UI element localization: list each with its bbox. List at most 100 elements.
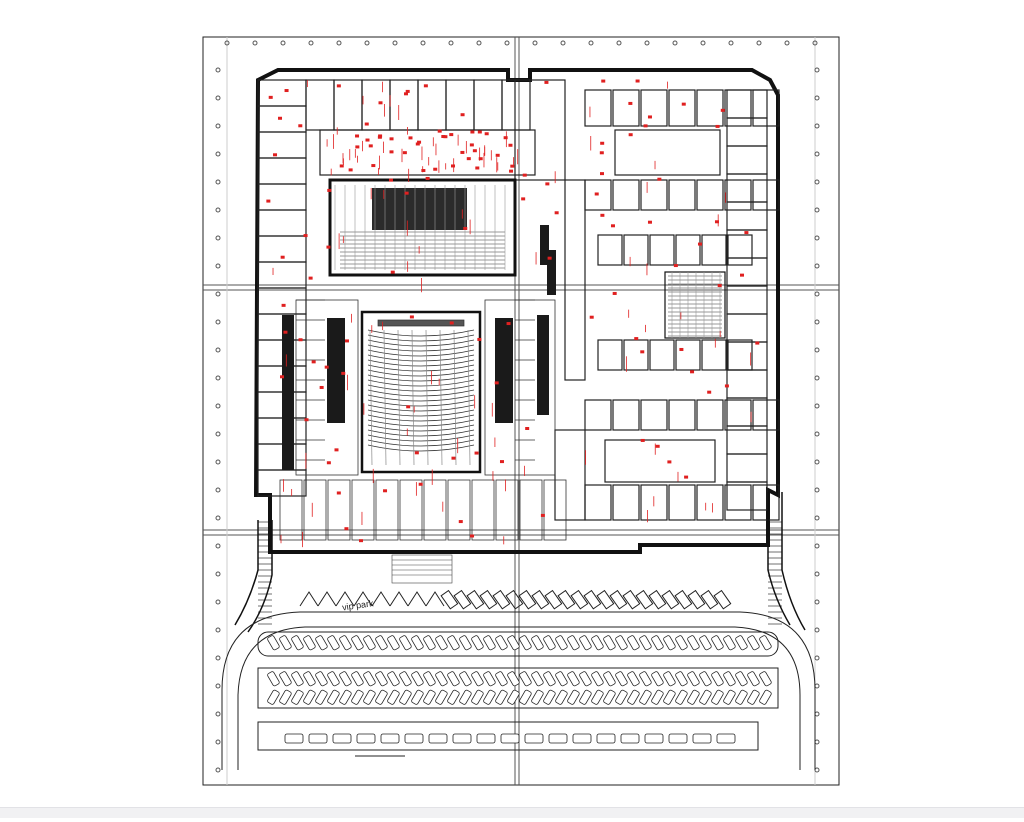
seat-row (367, 444, 475, 452)
parking-bay (479, 589, 498, 610)
car (711, 689, 724, 705)
grid-bubble (224, 40, 230, 46)
room (724, 89, 752, 127)
room (726, 481, 768, 511)
car (279, 689, 292, 705)
seat-row (367, 409, 475, 417)
parking-bay (609, 589, 628, 610)
grid-bubble (616, 40, 622, 46)
car (663, 671, 676, 687)
grid-bubble (812, 40, 818, 46)
drive-lane (221, 611, 816, 770)
red-annotations (266, 79, 760, 548)
seat-row (367, 424, 475, 432)
seat-row (367, 339, 475, 347)
booth (543, 479, 567, 541)
core (514, 79, 566, 181)
car (291, 635, 304, 651)
entrance-plaza (391, 554, 453, 584)
annotation-mark (414, 451, 419, 455)
vip-park-label: vip park (341, 598, 374, 612)
car (747, 635, 760, 651)
annotation-mark (355, 134, 360, 138)
parking-bay (557, 589, 576, 610)
annotation-mark (303, 234, 308, 238)
car (699, 689, 712, 705)
seat-row (367, 419, 475, 427)
parking-island (257, 721, 759, 751)
annotation-mark (655, 444, 660, 448)
car (603, 635, 616, 651)
car (291, 671, 304, 687)
annotation-mark (355, 145, 360, 149)
grid-bubble (814, 599, 820, 605)
car (483, 689, 496, 705)
car (735, 689, 748, 705)
room (389, 79, 419, 131)
hall (604, 439, 716, 483)
car (308, 733, 328, 744)
car (735, 635, 748, 651)
car (651, 671, 664, 687)
car (435, 635, 448, 651)
grid-bubble (814, 459, 820, 465)
car (363, 635, 376, 651)
car (759, 635, 772, 651)
room (752, 89, 780, 127)
aisle (411, 329, 415, 466)
annotation-mark (348, 168, 353, 172)
car (279, 671, 292, 687)
annotation-mark (484, 132, 489, 136)
annotation-mark (610, 224, 615, 228)
annotation-mark (308, 276, 313, 280)
annotation-mark (437, 129, 442, 133)
annotation-mark (324, 365, 329, 369)
car (327, 689, 340, 705)
annotation-mark (720, 108, 725, 112)
car (303, 689, 316, 705)
seat-row (367, 429, 475, 437)
grid-bubble (420, 40, 426, 46)
annotation-mark (522, 173, 527, 177)
annotation-mark (344, 339, 349, 343)
parked-cars (267, 635, 772, 744)
grid-bubble (728, 40, 734, 46)
auditorium-seat-rows (367, 319, 475, 466)
car (627, 689, 640, 705)
annotation-mark (326, 461, 331, 465)
annotation-mark (359, 539, 364, 543)
annotation-mark (451, 456, 456, 460)
annotation-mark (404, 191, 409, 195)
car (692, 733, 712, 744)
grid-bubble (215, 235, 221, 241)
car (404, 733, 424, 744)
car (615, 671, 628, 687)
grid-bubble (215, 655, 221, 661)
annotation-mark (273, 153, 278, 157)
annotation-mark (463, 226, 468, 230)
car (591, 671, 604, 687)
grid-bubble (215, 319, 221, 325)
room (726, 229, 768, 259)
car (471, 671, 484, 687)
annotation-mark (521, 197, 526, 201)
seat-row (367, 379, 475, 387)
car (555, 635, 568, 651)
car (675, 689, 688, 705)
annotation-mark (554, 211, 559, 215)
car (567, 671, 580, 687)
seat-row (367, 329, 475, 337)
car (399, 671, 412, 687)
room (675, 234, 701, 266)
car (603, 689, 616, 705)
car (500, 733, 520, 744)
grid-bubble (814, 263, 820, 269)
room (752, 484, 780, 521)
annotation-mark (755, 341, 760, 345)
room (668, 484, 696, 521)
booth (303, 479, 327, 541)
grid-bubble (814, 739, 820, 745)
car (687, 635, 700, 651)
